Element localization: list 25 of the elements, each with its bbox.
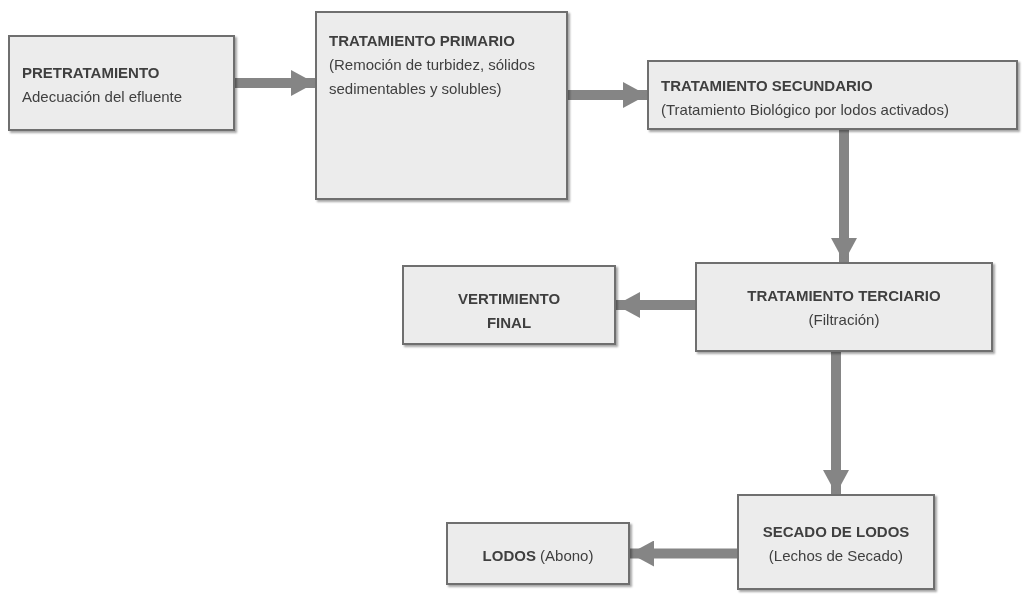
box-description: (Tratamiento Biológico por lodos activados) (661, 100, 950, 120)
process-box (695, 262, 993, 352)
box-heading: TRATAMIENTO SECUNDARIO (661, 76, 874, 96)
box-description: (Filtración) (807, 310, 881, 330)
arrow (235, 70, 315, 96)
process-box (647, 60, 1018, 130)
process-box (402, 265, 616, 345)
process-box (737, 494, 935, 590)
box-heading: VERTIMIENTO FINAL (456, 289, 562, 333)
arrow (823, 352, 849, 494)
box-heading: TRATAMIENTO TERCIARIO (746, 286, 942, 306)
process-box (315, 11, 568, 200)
arrow (616, 292, 695, 318)
arrow (568, 82, 647, 108)
box-description: Adecuación del efluente (22, 87, 184, 107)
box-heading: TRATAMIENTO PRIMARIO (329, 31, 516, 51)
process-box (8, 35, 235, 131)
box-heading: PRETRATAMIENTO (22, 63, 161, 83)
box-description: (Remoción de turbidez, sólidos sedimentables y solubles) (329, 55, 536, 99)
box-heading: SECADO DE LODOS (761, 522, 911, 542)
process-box (446, 522, 630, 585)
box-description: (Lechos de Secado) (767, 546, 905, 566)
arrow (831, 130, 857, 262)
arrow (630, 540, 737, 567)
box-heading: LODOS (Abono) (481, 546, 595, 566)
